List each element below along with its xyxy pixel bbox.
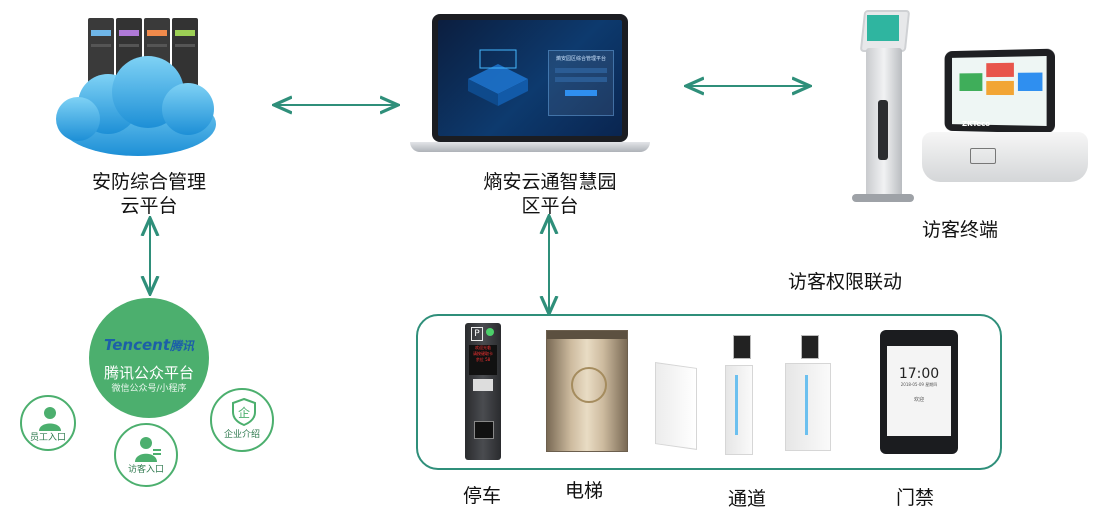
- visitor-entry[interactable]: 访客入口: [114, 423, 178, 487]
- employee-entry[interactable]: 员工入口: [20, 395, 76, 451]
- employee-icon: [39, 407, 61, 431]
- park-platform-line1: 熵安云通智慧园: [483, 171, 617, 193]
- clock-time: 17:00: [898, 366, 940, 382]
- employee-entry-label: 员工入口: [29, 433, 66, 443]
- tencent-title: 腾讯公众平台: [103, 364, 194, 382]
- laptop-illustration: 熵安园区综合管理平台: [410, 14, 650, 159]
- park-platform-line2: 区平台: [521, 195, 579, 217]
- kiosk-stand: [852, 10, 914, 205]
- tencent-logo-en: Tencent: [103, 336, 171, 354]
- visitor-icon: [135, 437, 161, 462]
- access-control-device: 17:00 2018-05-09 星期四 欢迎: [880, 330, 958, 454]
- tencent-platform-circle: [89, 298, 209, 418]
- laptop-base: [410, 142, 650, 152]
- turnstile-device: [655, 335, 835, 455]
- clock-date: 2018-05-09 星期四: [900, 382, 938, 387]
- access-screen: 17:00 2018-05-09 星期四 欢迎: [887, 346, 951, 436]
- elevator-device: [546, 330, 628, 452]
- device-label-passage: 通道: [727, 488, 766, 510]
- parking-text-1: 欢迎光临: [475, 345, 491, 350]
- company-shield-icon: 企: [232, 398, 256, 426]
- laptop-title: 熵安园区综合管理平台: [555, 56, 606, 62]
- tencent-subtitle: 微信公众号/小程序: [111, 384, 187, 394]
- cloud-platform-line2: 云平台: [120, 195, 178, 217]
- company-intro-entry[interactable]: 企 企业介绍: [210, 388, 274, 452]
- parking-text-3: 余位 58: [475, 357, 491, 362]
- visitor-terminal-label: 访客终端: [921, 219, 998, 241]
- cloud-platform-line1: 安防综合管理: [91, 171, 206, 193]
- parking-screen: 欢迎光临 请按键取卡 余位 58: [469, 345, 497, 375]
- device-label-access: 门禁: [895, 487, 934, 509]
- device-group-box: [416, 314, 1002, 470]
- company-intro-label: 企业介绍: [223, 430, 260, 440]
- clock-welcome: 欢迎: [913, 397, 924, 403]
- cloud-server-icon: [56, 18, 216, 156]
- cloud-platform-label: 安防综合管理 云平台: [64, 170, 234, 218]
- tencent-logo: Tencent腾讯: [89, 336, 209, 354]
- device-label-elevator: 电梯: [564, 480, 603, 502]
- platform-hologram-icon: [468, 49, 528, 106]
- laptop-screen: 熵安园区综合管理平台: [438, 20, 622, 136]
- visitor-terminal-device: ZKTeco: [922, 48, 1090, 185]
- kiosk-brand: ZKTeco: [962, 120, 991, 128]
- tencent-logo-cn: 腾讯: [170, 339, 195, 353]
- linkage-label: 访客权限联动: [787, 271, 902, 293]
- login-button: [565, 90, 597, 96]
- login-panel: 熵安园区综合管理平台: [548, 50, 614, 116]
- svg-text:企: 企: [238, 405, 250, 420]
- parking-text-2: 请按键取卡: [473, 351, 493, 356]
- park-platform-label: 熵安云通智慧园 区平台: [460, 170, 640, 218]
- device-label-parking: 停车: [462, 485, 501, 507]
- visitor-entry-label: 访客入口: [127, 465, 164, 475]
- parking-device: P 欢迎光临 请按键取卡 余位 58: [465, 323, 501, 460]
